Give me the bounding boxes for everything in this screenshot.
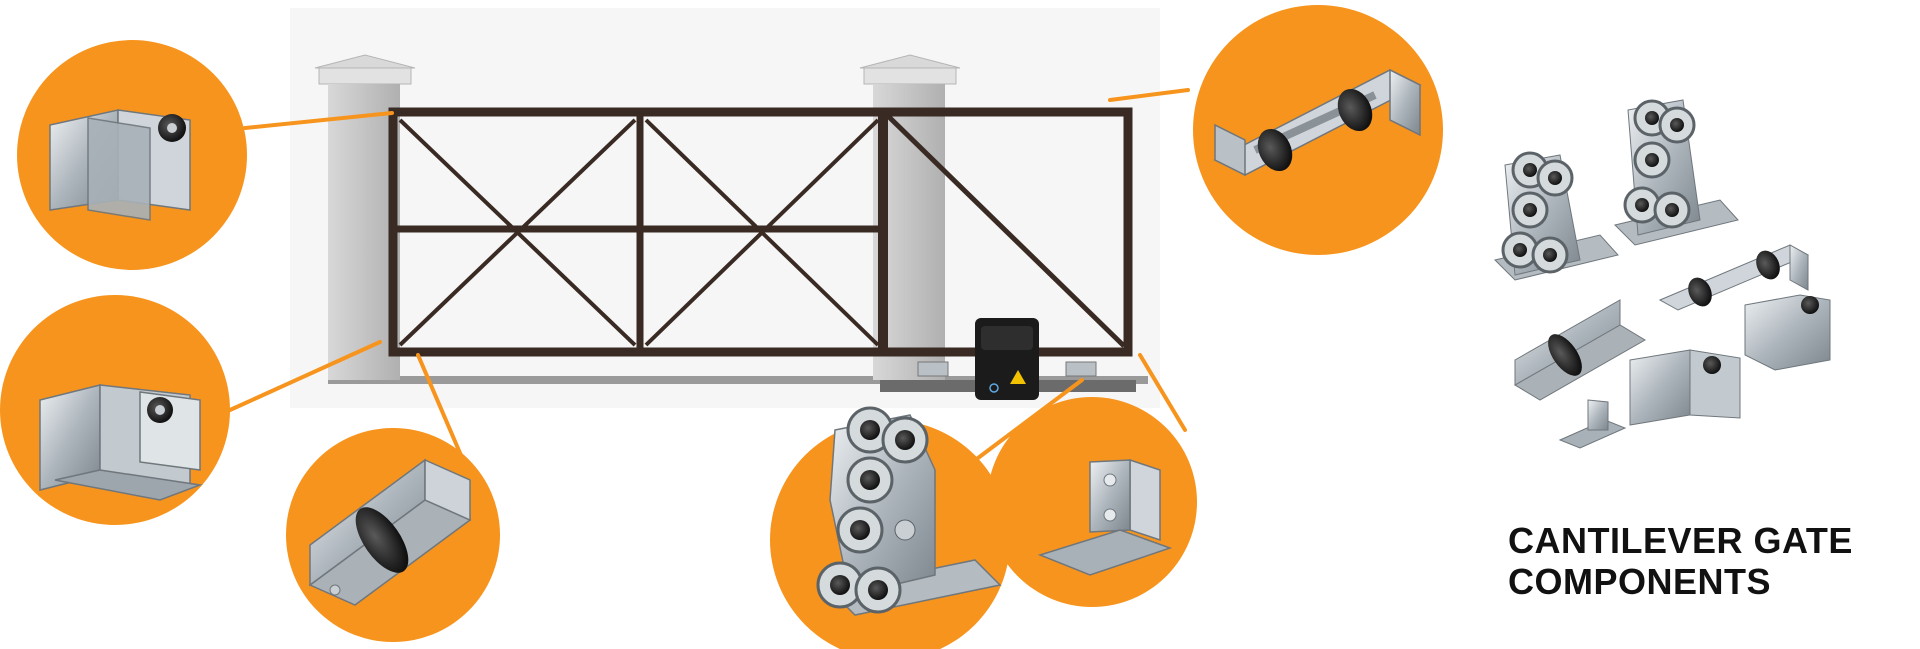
gate-assembly (290, 8, 1160, 408)
ground-line (328, 376, 1148, 384)
roller-carriage-icon (816, 406, 1002, 616)
roller-carriage-callout (770, 406, 1010, 649)
page-title: CANTILEVER GATE COMPONENTS (1508, 520, 1908, 602)
end-roller-callout (286, 428, 500, 642)
carriage-small-right (1065, 361, 1097, 377)
top-guide-callout (1193, 5, 1443, 255)
end-catcher-callout (0, 295, 230, 525)
left-pillar (314, 54, 416, 380)
gate-frame (388, 107, 1133, 357)
upper-guide-callout (17, 40, 247, 270)
lower-catcher-icon (1558, 399, 1627, 449)
catcher-bracket-icon (1629, 349, 1741, 426)
lower-catcher-callout (987, 397, 1197, 607)
roller-carriage-icon (1494, 151, 1619, 281)
top-guide-rollers-icon (1658, 244, 1810, 311)
roller-carriage-icon (1614, 99, 1739, 246)
guide-bracket-icon (49, 109, 191, 221)
title-line-1: CANTILEVER GATE (1508, 520, 1853, 561)
catcher-bracket-icon (39, 384, 203, 501)
guide-bracket-icon (1744, 294, 1831, 371)
gate-kit-cluster (1494, 99, 1831, 449)
end-roller-icon (308, 458, 472, 606)
lower-catcher-icon (1037, 458, 1173, 576)
right-pillar (859, 54, 961, 380)
gate-motor-icon (975, 318, 1039, 400)
top-guide-rollers-icon (1213, 68, 1422, 177)
title-line-2: COMPONENTS (1508, 561, 1772, 602)
carriage-small-left (917, 361, 949, 377)
end-roller-icon (1514, 299, 1646, 401)
